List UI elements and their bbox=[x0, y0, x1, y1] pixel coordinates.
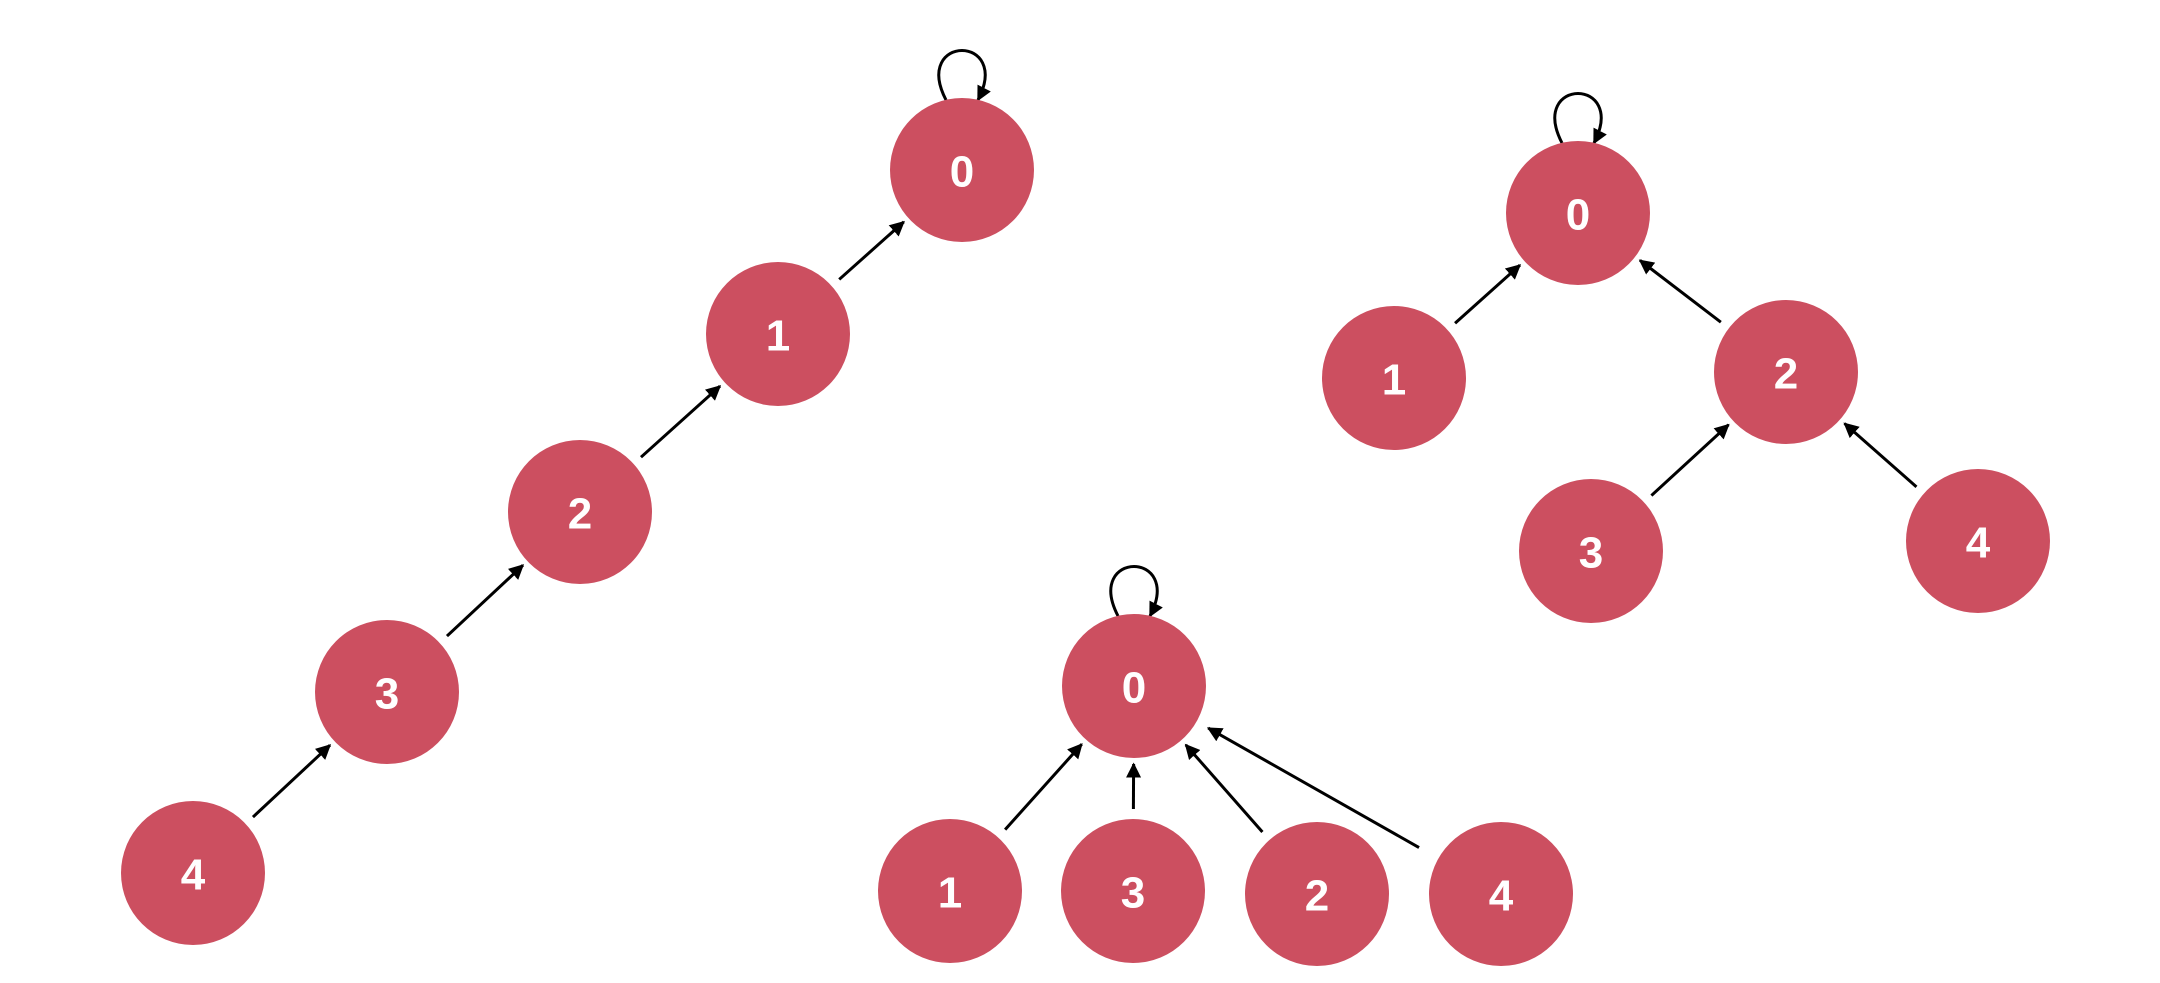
node-0: 0 bbox=[1062, 614, 1206, 758]
node-circle bbox=[1506, 141, 1650, 285]
self-loop-0 bbox=[1109, 565, 1163, 618]
node-label: 4 bbox=[181, 851, 206, 900]
node-circle bbox=[1062, 614, 1206, 758]
node-circle bbox=[1245, 822, 1389, 966]
self-loop-0 bbox=[937, 49, 991, 102]
node-circle bbox=[508, 440, 652, 584]
flat-tree: 0 1 3 2 4 bbox=[878, 565, 1573, 966]
edge-1-to-0 bbox=[1454, 263, 1522, 325]
self-loop-0 bbox=[1553, 92, 1607, 145]
node-circle bbox=[878, 819, 1022, 963]
node-label: 3 bbox=[1579, 529, 1603, 578]
edge-2-to-0 bbox=[1184, 743, 1264, 833]
node-4: 4 bbox=[121, 801, 265, 945]
node-circle bbox=[1061, 819, 1205, 963]
node-label: 1 bbox=[1382, 356, 1406, 405]
edge-3-to-2 bbox=[1650, 423, 1730, 497]
edge-2-to-1 bbox=[639, 385, 722, 459]
node-2: 2 bbox=[1714, 300, 1858, 444]
node-circle bbox=[706, 262, 850, 406]
node-label: 4 bbox=[1966, 519, 1991, 568]
node-label: 0 bbox=[950, 148, 974, 197]
node-label: 4 bbox=[1489, 872, 1514, 921]
node-circle bbox=[1906, 469, 2050, 613]
node-4: 4 bbox=[1429, 822, 1573, 966]
node-2: 2 bbox=[508, 440, 652, 584]
edge-4-to-0 bbox=[1206, 726, 1420, 849]
node-0: 0 bbox=[1506, 141, 1650, 285]
edge-4-to-2 bbox=[1843, 422, 1918, 488]
balanced-tree: 0 1 2 3 4 bbox=[1322, 92, 2050, 623]
node-3: 3 bbox=[1519, 479, 1663, 623]
node-label: 0 bbox=[1122, 664, 1146, 713]
edge-3-to-2 bbox=[445, 564, 525, 638]
node-3: 3 bbox=[1061, 819, 1205, 963]
node-circle bbox=[1714, 300, 1858, 444]
node-label: 3 bbox=[1121, 869, 1145, 918]
node-label: 2 bbox=[1305, 872, 1329, 921]
node-circle bbox=[121, 801, 265, 945]
node-label: 1 bbox=[938, 869, 962, 918]
node-label: 3 bbox=[375, 670, 399, 719]
node-circle bbox=[890, 98, 1034, 242]
node-circle bbox=[315, 620, 459, 764]
node-4: 4 bbox=[1906, 469, 2050, 613]
node-3: 3 bbox=[315, 620, 459, 764]
node-2: 2 bbox=[1245, 822, 1389, 966]
edge-4-to-3 bbox=[251, 744, 332, 819]
node-1: 1 bbox=[706, 262, 850, 406]
node-circle bbox=[1429, 822, 1573, 966]
node-label: 0 bbox=[1566, 191, 1590, 240]
edge-1-to-0 bbox=[838, 220, 905, 281]
node-label: 2 bbox=[568, 490, 592, 539]
edge-2-to-0 bbox=[1638, 259, 1722, 324]
node-1: 1 bbox=[1322, 306, 1466, 450]
node-1: 1 bbox=[878, 819, 1022, 963]
chain-tree: 0 1 2 3 4 bbox=[121, 49, 1034, 945]
node-label: 1 bbox=[766, 312, 790, 361]
edge-1-to-0 bbox=[1004, 743, 1083, 831]
node-circle bbox=[1519, 479, 1663, 623]
node-circle bbox=[1322, 306, 1466, 450]
node-label: 2 bbox=[1774, 350, 1798, 399]
node-0: 0 bbox=[890, 98, 1034, 242]
